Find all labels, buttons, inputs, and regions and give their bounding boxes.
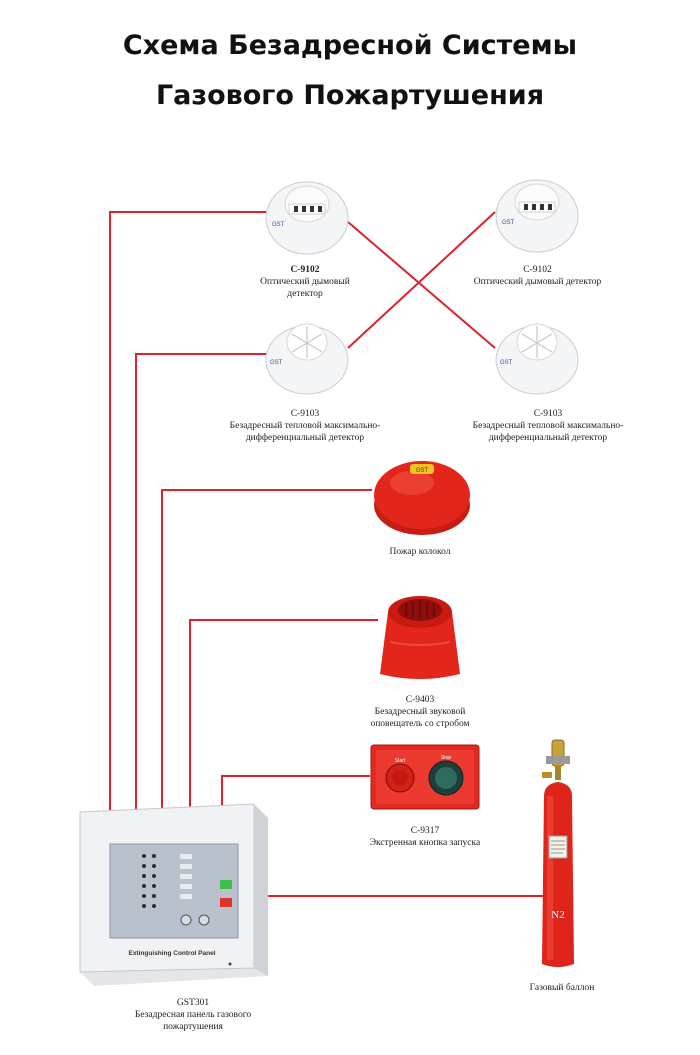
- model-label: C-9403: [405, 695, 435, 705]
- wire-panel-bell: [161, 489, 372, 810]
- svg-text:GST: GST: [272, 222, 285, 228]
- heat-detector-right-caption: C-9103 Безадресный тепловой максимально-…: [458, 408, 638, 444]
- description-line: Безадресный тепловой максимально-: [229, 421, 381, 431]
- emergency-start-button-caption: C-9317 Экстренная кнопка запуска: [355, 825, 495, 849]
- svg-text:GST: GST: [270, 360, 283, 366]
- description-line: Оптический дымовый: [260, 277, 350, 287]
- model-label: C-9103: [290, 409, 320, 419]
- description-line: детектор: [287, 289, 323, 299]
- gas-cylinder-caption: Газовый баллон: [512, 982, 612, 994]
- diagram-title-line-1: Схема Безадресной Системы: [122, 30, 578, 61]
- description-line: дифференциальный детектор: [488, 433, 608, 443]
- emergency-start-button: Start Stop: [370, 744, 480, 815]
- panel-nameplate: Extinguishing Control Panel: [128, 950, 215, 957]
- sounder-strobe: [376, 582, 464, 689]
- bell-badge: GST: [416, 468, 429, 474]
- heat-detector-left-caption: C-9103 Безадресный тепловой максимально-…: [215, 408, 395, 444]
- wire-panel-smoke-left: [109, 211, 268, 810]
- svg-text:GST: GST: [500, 360, 513, 366]
- diagram-title-line-2: Газового Пожартушения: [155, 80, 545, 111]
- gas-mark: N2: [551, 909, 564, 921]
- description-line: дифференциальный детектор: [245, 433, 365, 443]
- model-label: C-9102: [523, 265, 552, 275]
- smoke-detector-right: GST: [494, 176, 580, 259]
- wire-smoke-left-to-heat-right: [347, 221, 496, 349]
- model-label: C-9317: [410, 826, 440, 836]
- description-line: Газовый баллон: [529, 983, 595, 993]
- description-line: оповещатель со стробом: [370, 719, 470, 729]
- model-label: C-9103: [533, 409, 563, 419]
- description-line: Безадресный звуковой: [374, 707, 466, 717]
- model-label: GST301: [176, 998, 210, 1008]
- model-label: C-9102: [290, 265, 320, 275]
- description-line: Безадресный тепловой максимально-: [472, 421, 624, 431]
- description-line: Оптический дымовый детектор: [473, 277, 602, 287]
- description-line: Пожар колокол: [389, 547, 451, 557]
- start-label: Start: [395, 758, 406, 764]
- smoke-detector-right-caption: C-9102 Оптический дымовый детектор: [465, 264, 610, 288]
- svg-text:GST: GST: [502, 220, 515, 226]
- description-line: Экстренная кнопка запуска: [369, 838, 481, 848]
- control-panel-caption: GST301 Безадресная панель газового пожар…: [118, 997, 268, 1033]
- stop-label: Stop: [441, 755, 452, 761]
- wire-panel-button: [221, 775, 370, 810]
- description-line: пожартушения: [163, 1022, 223, 1032]
- heat-detector-right: GST: [494, 316, 580, 401]
- sounder-strobe-caption: C-9403 Безадресный звуковой оповещатель …: [355, 694, 485, 730]
- control-panel: Extinguishing Control Panel: [72, 800, 272, 995]
- description-line: Безадресная панель газового: [134, 1010, 252, 1020]
- smoke-detector-left-caption: C-9102 Оптический дымовый детектор: [240, 264, 370, 300]
- gas-cylinder: N2: [530, 738, 586, 975]
- wire-panel-heat-left: [135, 353, 268, 810]
- smoke-detector-left: GST: [264, 178, 350, 261]
- fire-bell: GST: [372, 455, 472, 542]
- wire-panel-sounder: [189, 619, 378, 810]
- heat-detector-left: GST: [264, 316, 350, 401]
- wire-heat-left-to-smoke-right: [347, 211, 496, 349]
- fire-bell-caption: Пожар колокол: [360, 546, 480, 558]
